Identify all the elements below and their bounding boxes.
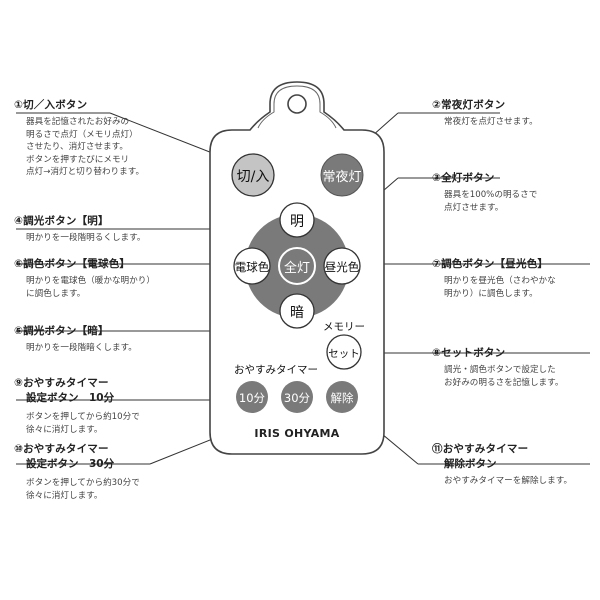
- annotation-7-desc: 明かりを昼光色（さわやかな 明かり）に調色します。: [444, 276, 556, 299]
- annotation-1-desc: 器具を記憶されたお好みの 明るさで点灯（メモリ点灯） させたり、消灯させます。 …: [26, 117, 145, 177]
- night-light-button-label: 常夜灯: [322, 170, 361, 185]
- full-light-button[interactable]: 全灯: [278, 247, 316, 285]
- daylight-button-label: 昼光色: [325, 260, 360, 274]
- annotation-2-desc: 常夜灯を点灯させます。: [444, 117, 538, 127]
- dim-button-label: 暗: [290, 305, 304, 321]
- annotation-4: ④調光ボタン【明】 明かりを一段階明るくします。: [14, 213, 145, 245]
- timer-10-button-label: 10分: [239, 391, 266, 405]
- annotation-7: ⑦調色ボタン【昼光色】 明かりを昼光色（さわやかな 明かり）に調色します。: [432, 256, 556, 300]
- annotation-11-title: ⑪おやすみタイマー: [432, 443, 529, 455]
- annotation-10-desc: ボタンを押してから約30分で 徐々に消灯します。: [26, 478, 140, 501]
- annotation-4-desc: 明かりを一段階明るくします。: [26, 233, 146, 243]
- annotation-3: ③全灯ボタン 器具を100%の明るさで 点灯させます。: [432, 170, 537, 214]
- power-button-label: 切/入: [237, 169, 270, 185]
- set-button-label: セット: [328, 348, 360, 360]
- timer-cancel-button-label: 解除: [331, 391, 354, 405]
- bright-button-label: 明: [290, 214, 304, 230]
- hang-hole: [287, 94, 307, 114]
- annotation-9-desc: ボタンを押してから約10分で 徐々に消灯します。: [26, 412, 140, 435]
- annotation-3-title: ③全灯ボタン: [432, 172, 495, 184]
- annotation-10-title2: 設定ボタン 30分: [26, 458, 115, 470]
- night-light-button[interactable]: 常夜灯: [320, 153, 364, 197]
- annotation-11-title2: 解除ボタン: [444, 458, 497, 470]
- annotation-8: ⑧セットボタン 調光・調色ボタンで設定した お好みの明るさを記憶します。: [432, 345, 563, 389]
- dim-button[interactable]: 暗: [279, 293, 315, 329]
- sleep-timer-label: おやすみタイマー: [234, 364, 318, 376]
- bright-button[interactable]: 明: [279, 202, 315, 238]
- annotation-5-title: ⑤調光ボタン【暗】: [14, 325, 109, 337]
- annotation-11: ⑪おやすみタイマー 解除ボタン おやすみタイマーを解除します。: [432, 441, 572, 488]
- timer-10-button[interactable]: 10分: [236, 381, 268, 413]
- power-button[interactable]: 切/入: [231, 153, 275, 197]
- annotation-10: ⑩おやすみタイマー 設定ボタン 30分 ボタンを押してから約30分で 徐々に消灯…: [14, 441, 140, 502]
- timer-30-button[interactable]: 30分: [281, 381, 313, 413]
- annotation-1-title: ①切／入ボタン: [14, 99, 88, 111]
- annotation-4-title: ④調光ボタン【明】: [14, 215, 109, 227]
- annotation-5: ⑤調光ボタン【暗】 明かりを一段階暗くします。: [14, 323, 137, 355]
- annotation-6-title: ⑥調色ボタン【電球色】: [14, 258, 131, 270]
- warm-color-button[interactable]: 電球色: [233, 247, 271, 285]
- annotation-8-title: ⑧セットボタン: [432, 347, 506, 359]
- annotation-10-title: ⑩おやすみタイマー: [14, 443, 109, 455]
- brand-logo: IRIS OHYAMA: [254, 427, 339, 440]
- memory-label: メモリー: [323, 321, 365, 333]
- timer-cancel-button[interactable]: 解除: [326, 381, 358, 413]
- annotation-11-desc: おやすみタイマーを解除します。: [444, 476, 573, 486]
- set-button[interactable]: セット: [326, 334, 362, 370]
- full-light-button-label: 全灯: [284, 260, 310, 276]
- daylight-button[interactable]: 昼光色: [323, 247, 361, 285]
- annotation-1: ①切／入ボタン 器具を記憶されたお好みの 明るさで点灯（メモリ点灯） させたり、…: [14, 97, 144, 179]
- warm-color-button-label: 電球色: [235, 260, 270, 274]
- annotation-6: ⑥調色ボタン【電球色】 明かりを電球色（暖かな明かり） に調色します。: [14, 256, 155, 300]
- annotation-8-desc: 調光・調色ボタンで設定した お好みの明るさを記憶します。: [444, 365, 564, 388]
- annotation-9-title2: 設定ボタン 10分: [26, 392, 115, 404]
- annotation-6-desc: 明かりを電球色（暖かな明かり） に調色します。: [26, 276, 155, 299]
- annotation-7-title: ⑦調色ボタン【昼光色】: [432, 258, 549, 270]
- annotation-3-desc: 器具を100%の明るさで 点灯させます。: [444, 190, 538, 213]
- annotation-9: ⑨おやすみタイマー 設定ボタン 10分 ボタンを押してから約10分で 徐々に消灯…: [14, 375, 140, 436]
- timer-30-button-label: 30分: [284, 391, 311, 405]
- annotation-2: ②常夜灯ボタン 常夜灯を点灯させます。: [432, 97, 538, 129]
- annotation-2-title: ②常夜灯ボタン: [432, 99, 506, 111]
- annotation-9-title: ⑨おやすみタイマー: [14, 377, 109, 389]
- annotation-5-desc: 明かりを一段階暗くします。: [26, 343, 137, 353]
